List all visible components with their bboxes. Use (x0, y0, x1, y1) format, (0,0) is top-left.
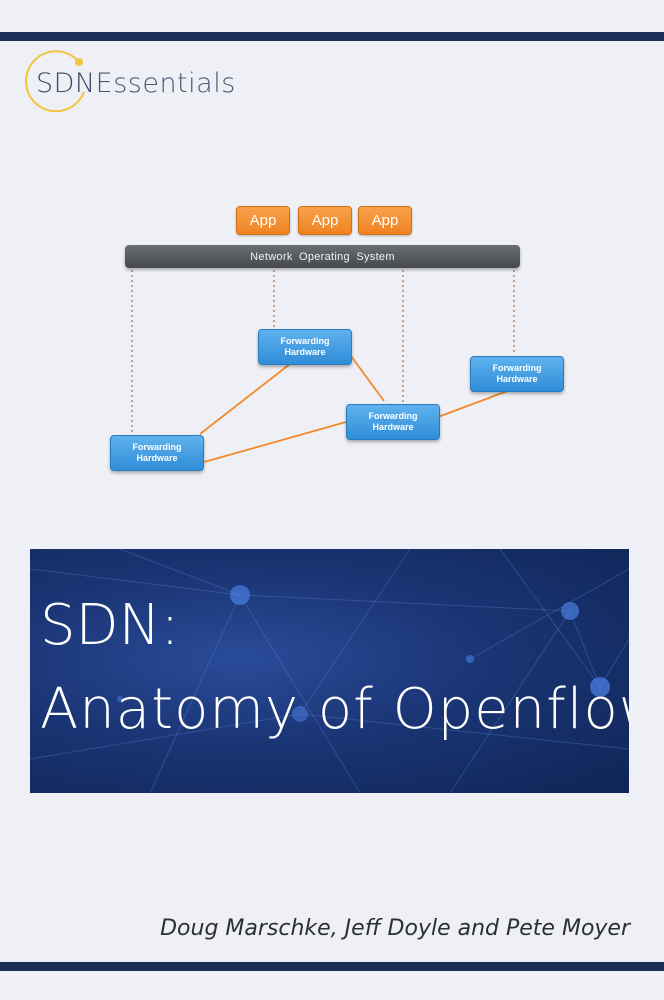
forwarding-hardware-node: Forwarding Hardware (258, 329, 352, 365)
app-box-1: App (236, 206, 290, 235)
sdn-architecture-diagram: App App App Network Operating System For… (100, 198, 570, 488)
forwarding-hardware-node: Forwarding Hardware (470, 356, 564, 392)
forwarding-hardware-node: Forwarding Hardware (346, 404, 440, 440)
network-background-graphic (30, 549, 629, 793)
diagram-links (131, 270, 515, 463)
node-label-line1: Forwarding (368, 411, 418, 421)
node-label-line1: Forwarding (132, 442, 182, 452)
bottom-band (0, 962, 664, 971)
logo-suffix: Essentials (95, 68, 236, 99)
data-link (437, 389, 511, 418)
data-link (199, 363, 291, 435)
title-line-2: Anatomy of Openflow (40, 677, 629, 742)
logo-ring-icon (25, 50, 85, 113)
app-box-3: App (358, 206, 412, 235)
data-link (350, 355, 385, 402)
forwarding-hardware-node: Forwarding Hardware (110, 435, 204, 471)
title-line-1: SDN: (40, 593, 180, 658)
title-banner: SDN: Anatomy of Openflow (30, 549, 629, 793)
node-label-line2: Hardware (372, 422, 414, 432)
node-label-line1: Forwarding (280, 336, 330, 346)
logo-text: SDNEssentials (36, 68, 236, 99)
node-label-line2: Hardware (496, 374, 538, 384)
authors: Doug Marschke, Jeff Doyle and Pete Moyer (160, 916, 630, 941)
node-label-line2: Hardware (284, 347, 326, 357)
logo-brand: SDN (36, 68, 96, 99)
sdn-essentials-logo: SDNEssentials (22, 48, 235, 114)
app-box-2: App (298, 206, 352, 235)
data-link (203, 421, 347, 463)
node-label-line2: Hardware (136, 453, 178, 463)
network-operating-system-bar: Network Operating System (125, 245, 520, 268)
node-label-line1: Forwarding (492, 363, 542, 373)
top-band (0, 32, 664, 41)
